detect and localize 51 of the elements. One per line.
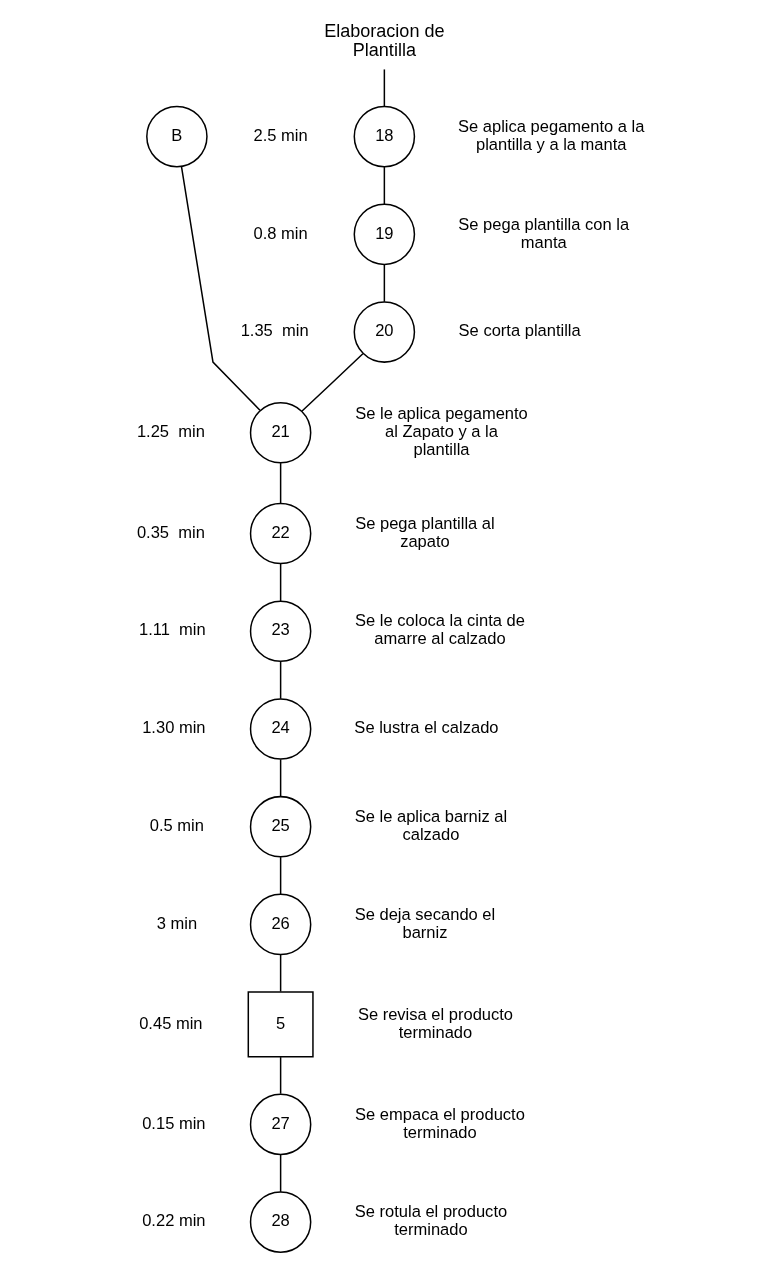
node-label: Se aplica pegamento a la plantilla y a la manta (457, 116, 644, 154)
connector (279, 462, 281, 504)
node-label: 0.8 min (253, 223, 308, 243)
node-label: 0.35 min (136, 522, 205, 542)
node-circle: 22 (249, 502, 311, 565)
node-label: 0.45 min (138, 1013, 203, 1033)
node-circle: 19 (353, 203, 415, 266)
node-box: 5 (247, 991, 314, 1058)
connector (279, 856, 281, 895)
node-circle: 20 (353, 301, 415, 363)
node-label: Se rotula el producto terminado (354, 1202, 507, 1240)
node-label: Se le coloca la cinta de amarre al calzado (354, 611, 525, 649)
node-label: Se le aplica barniz al calzado (354, 806, 507, 844)
node-circle: 24 (249, 698, 311, 760)
node-text: Elaboracion de Plantilla (323, 20, 445, 61)
connector (383, 264, 385, 303)
connector (383, 68, 385, 107)
node-label: 1.25 min (136, 422, 205, 441)
node-circle: 23 (249, 600, 311, 663)
node-circle: B (145, 105, 208, 168)
node-circle: 27 (249, 1093, 311, 1156)
node-label: 1.11 min (138, 620, 206, 640)
node-label: Se revisa el producto terminado (357, 1004, 513, 1042)
connector (180, 165, 261, 411)
node-label: 0.5 min (149, 815, 204, 835)
connector (279, 758, 281, 798)
node-label: Se lustra el calzado (353, 718, 499, 738)
node-label: 0.15 min (141, 1113, 206, 1133)
node-label: Se deja secando el barniz (354, 904, 495, 942)
connector (279, 953, 281, 993)
node-label: 0.22 min (141, 1211, 206, 1231)
node-circle: 26 (249, 893, 311, 956)
connector (279, 1056, 281, 1095)
node-label: Se pega plantilla al zapato (354, 513, 495, 551)
node-label: 1.30 min (141, 718, 206, 738)
node-label: Se pega plantilla con la manta (457, 214, 629, 252)
node-circle: 28 (249, 1191, 311, 1253)
node-label: Se corta plantilla (458, 321, 581, 341)
connector (279, 563, 281, 602)
connector (279, 660, 281, 700)
node-circle: 21 (249, 401, 311, 464)
connector (383, 166, 385, 205)
node-label: Se le aplica pegamento al Zapato y a la plantilla (354, 403, 528, 460)
node-label: 2.5 min (253, 125, 308, 145)
node-circle: 25 (249, 795, 311, 858)
node-label: Se empaca el producto terminado (354, 1104, 525, 1142)
connector (279, 1154, 281, 1193)
connector (300, 353, 364, 412)
node-circle: 18 (353, 105, 415, 168)
node-label: 1.35 min (240, 321, 309, 341)
node-label: 3 min (156, 913, 197, 933)
